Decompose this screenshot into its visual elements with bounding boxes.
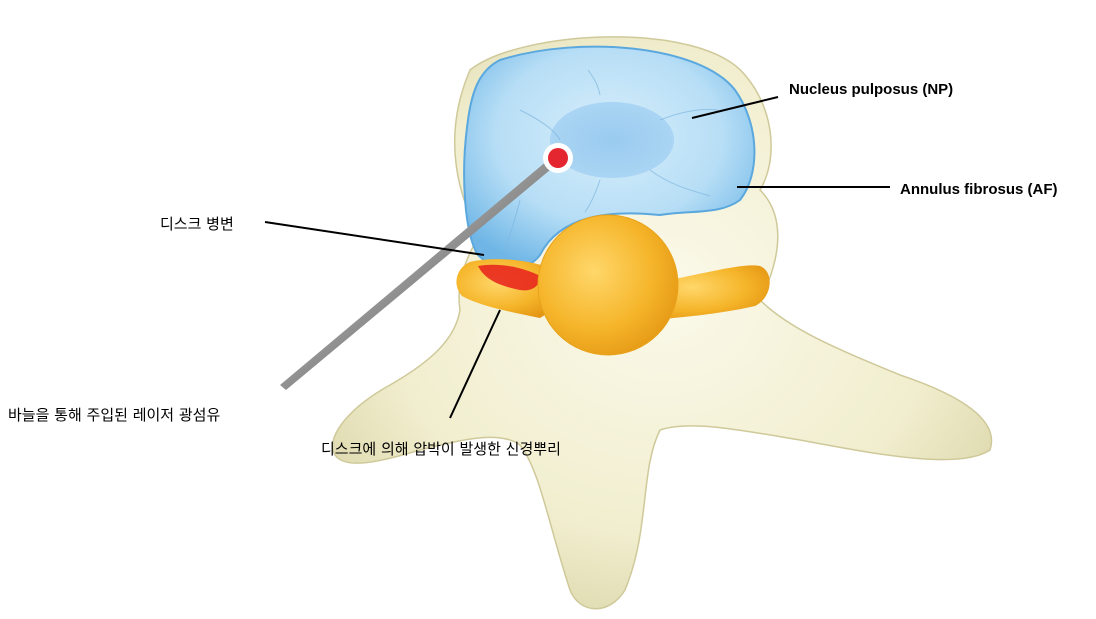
label-nerve-root: 디스크에 의해 압박이 발생한 신경뿌리 xyxy=(321,438,561,459)
label-disc-lesion: 디스크 병변 xyxy=(160,213,234,234)
label-nucleus-pulposus: Nucleus pulposus (NP) xyxy=(789,81,953,98)
spinal-cord xyxy=(538,215,678,355)
label-annulus-fibrosus: Annulus fibrosus (AF) xyxy=(900,181,1058,198)
label-laser-fiber: 바늘을 통해 주입된 레이저 광섬유 xyxy=(8,404,220,425)
laser-tip xyxy=(548,148,568,168)
